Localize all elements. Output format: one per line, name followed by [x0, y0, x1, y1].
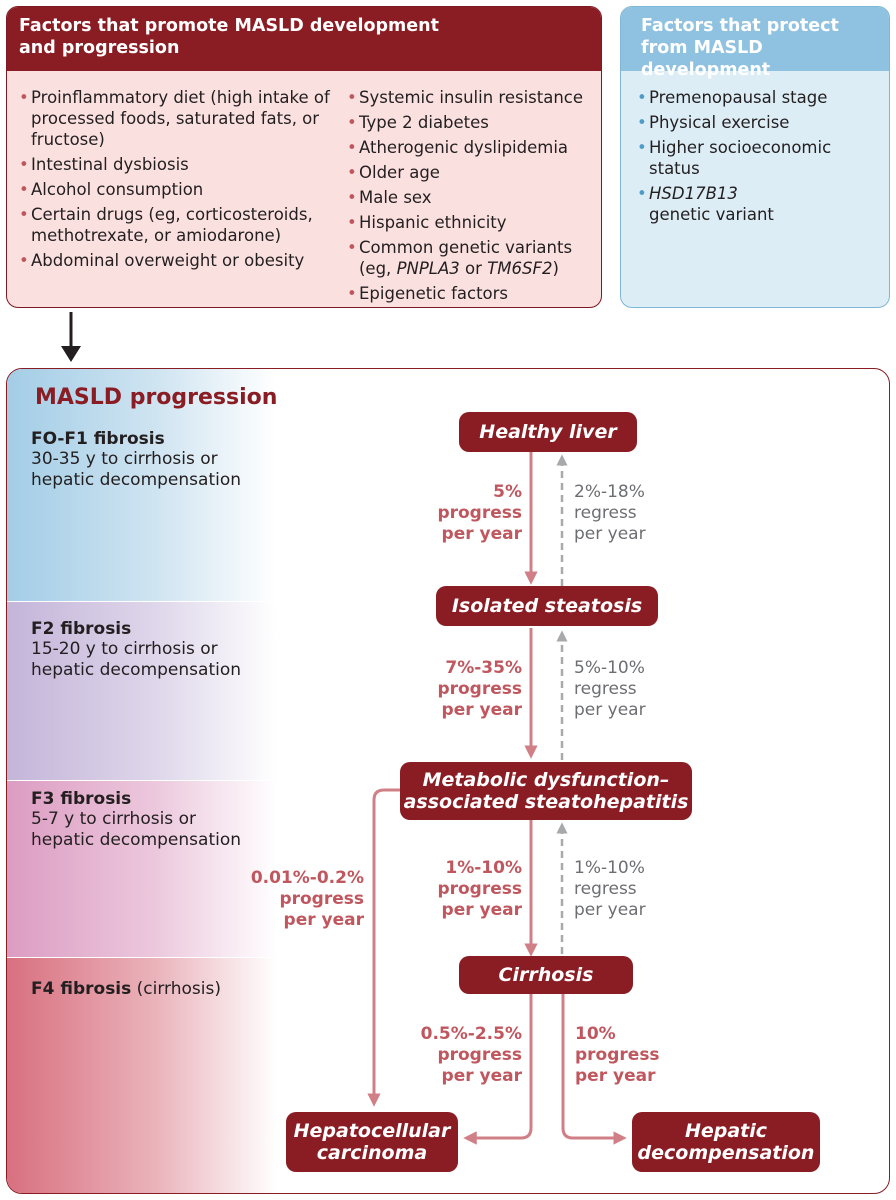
list-item: •Abdominal overweight or obesity: [19, 251, 305, 270]
stage-band-f0-f1: [7, 369, 277, 601]
list-item: •Premenopausal stage: [637, 88, 828, 107]
progress-arrow-cirrhosis-hcc: [463, 994, 533, 1145]
list-item: •Male sex: [347, 188, 432, 207]
list-item: •Older age: [347, 163, 440, 182]
progress-arrow-mash-hcc: [367, 788, 400, 1107]
list-item: •Common genetic variants(eg, PNPLA3 or T…: [347, 238, 573, 278]
stage-label-f2: F2 fibrosis 15-20 y to cirrhosis or hepa…: [31, 619, 242, 680]
protect-title-line1: Factors that protect: [641, 16, 839, 36]
promote-list-left: •Proinflammatory diet (high intake of pr…: [19, 87, 334, 275]
list-item: •Systemic insulin resistance: [347, 88, 584, 107]
progression-panel: MASLD progression FO-F1 fibrosis 30-35 y…: [6, 368, 890, 1194]
protect-title-line2: from MASLD development: [641, 38, 771, 80]
node-mash: Metabolic dysfunction– associated steato…: [400, 762, 692, 820]
node-hepatocellular-carcinoma: Hepatocellular carcinoma: [286, 1112, 458, 1172]
stage-label-f4: F4 fibrosis (cirrhosis): [31, 979, 221, 999]
list-item: •Higher socioeconomic status: [637, 138, 832, 178]
list-item: •Intestinal dysbiosis: [19, 155, 189, 174]
promote-title-line2: and progression: [19, 38, 180, 58]
promote-factors-box: Factors that promote MASLD development a…: [6, 6, 602, 308]
list-item: •Proinflammatory diet (high intake of pr…: [19, 88, 330, 149]
promote-title-line1: Factors that promote MASLD development: [19, 16, 439, 36]
node-hepatic-decompensation: Hepatic decompensation: [632, 1112, 820, 1172]
list-item: •Hispanic ethnicity: [347, 213, 507, 232]
stage-label-f3: F3 fibrosis 5-7 y to cirrhosis or hepati…: [31, 789, 242, 850]
list-item: •Certain drugs (eg, corticosteroids, met…: [19, 205, 313, 245]
down-arrow-icon: [61, 312, 81, 362]
node-cirrhosis: Cirrhosis: [459, 956, 633, 994]
list-item: •Physical exercise: [637, 113, 790, 132]
protect-list: •Premenopausal stage •Physical exercise …: [637, 87, 882, 229]
stage-band-f4: [7, 958, 277, 1193]
list-item: •Alcohol consumption: [19, 180, 204, 199]
stage-label-f0-f1: FO-F1 fibrosis 30-35 y to cirrhosis or h…: [31, 429, 242, 490]
list-item: •Type 2 diabetes: [347, 113, 489, 132]
list-item: •Atherogenic dyslipidemia: [347, 138, 569, 157]
node-healthy-liver: Healthy liver: [459, 412, 637, 452]
protect-header: Factors that protect from MASLD developm…: [621, 7, 889, 80]
progress-arrow-cirrhosis-decomp: [561, 994, 627, 1145]
list-item: •Epigenetic factors: [347, 284, 509, 303]
protect-factors-box: Factors that protect from MASLD developm…: [620, 6, 890, 308]
promote-header: Factors that promote MASLD development a…: [7, 7, 601, 71]
stage-band-f2: [7, 602, 277, 780]
progression-title: MASLD progression: [35, 385, 278, 410]
promote-list-right: •Systemic insulin resistance •Type 2 dia…: [347, 87, 597, 307]
node-isolated-steatosis: Isolated steatosis: [436, 586, 658, 626]
stage-band-f3: [7, 781, 277, 957]
